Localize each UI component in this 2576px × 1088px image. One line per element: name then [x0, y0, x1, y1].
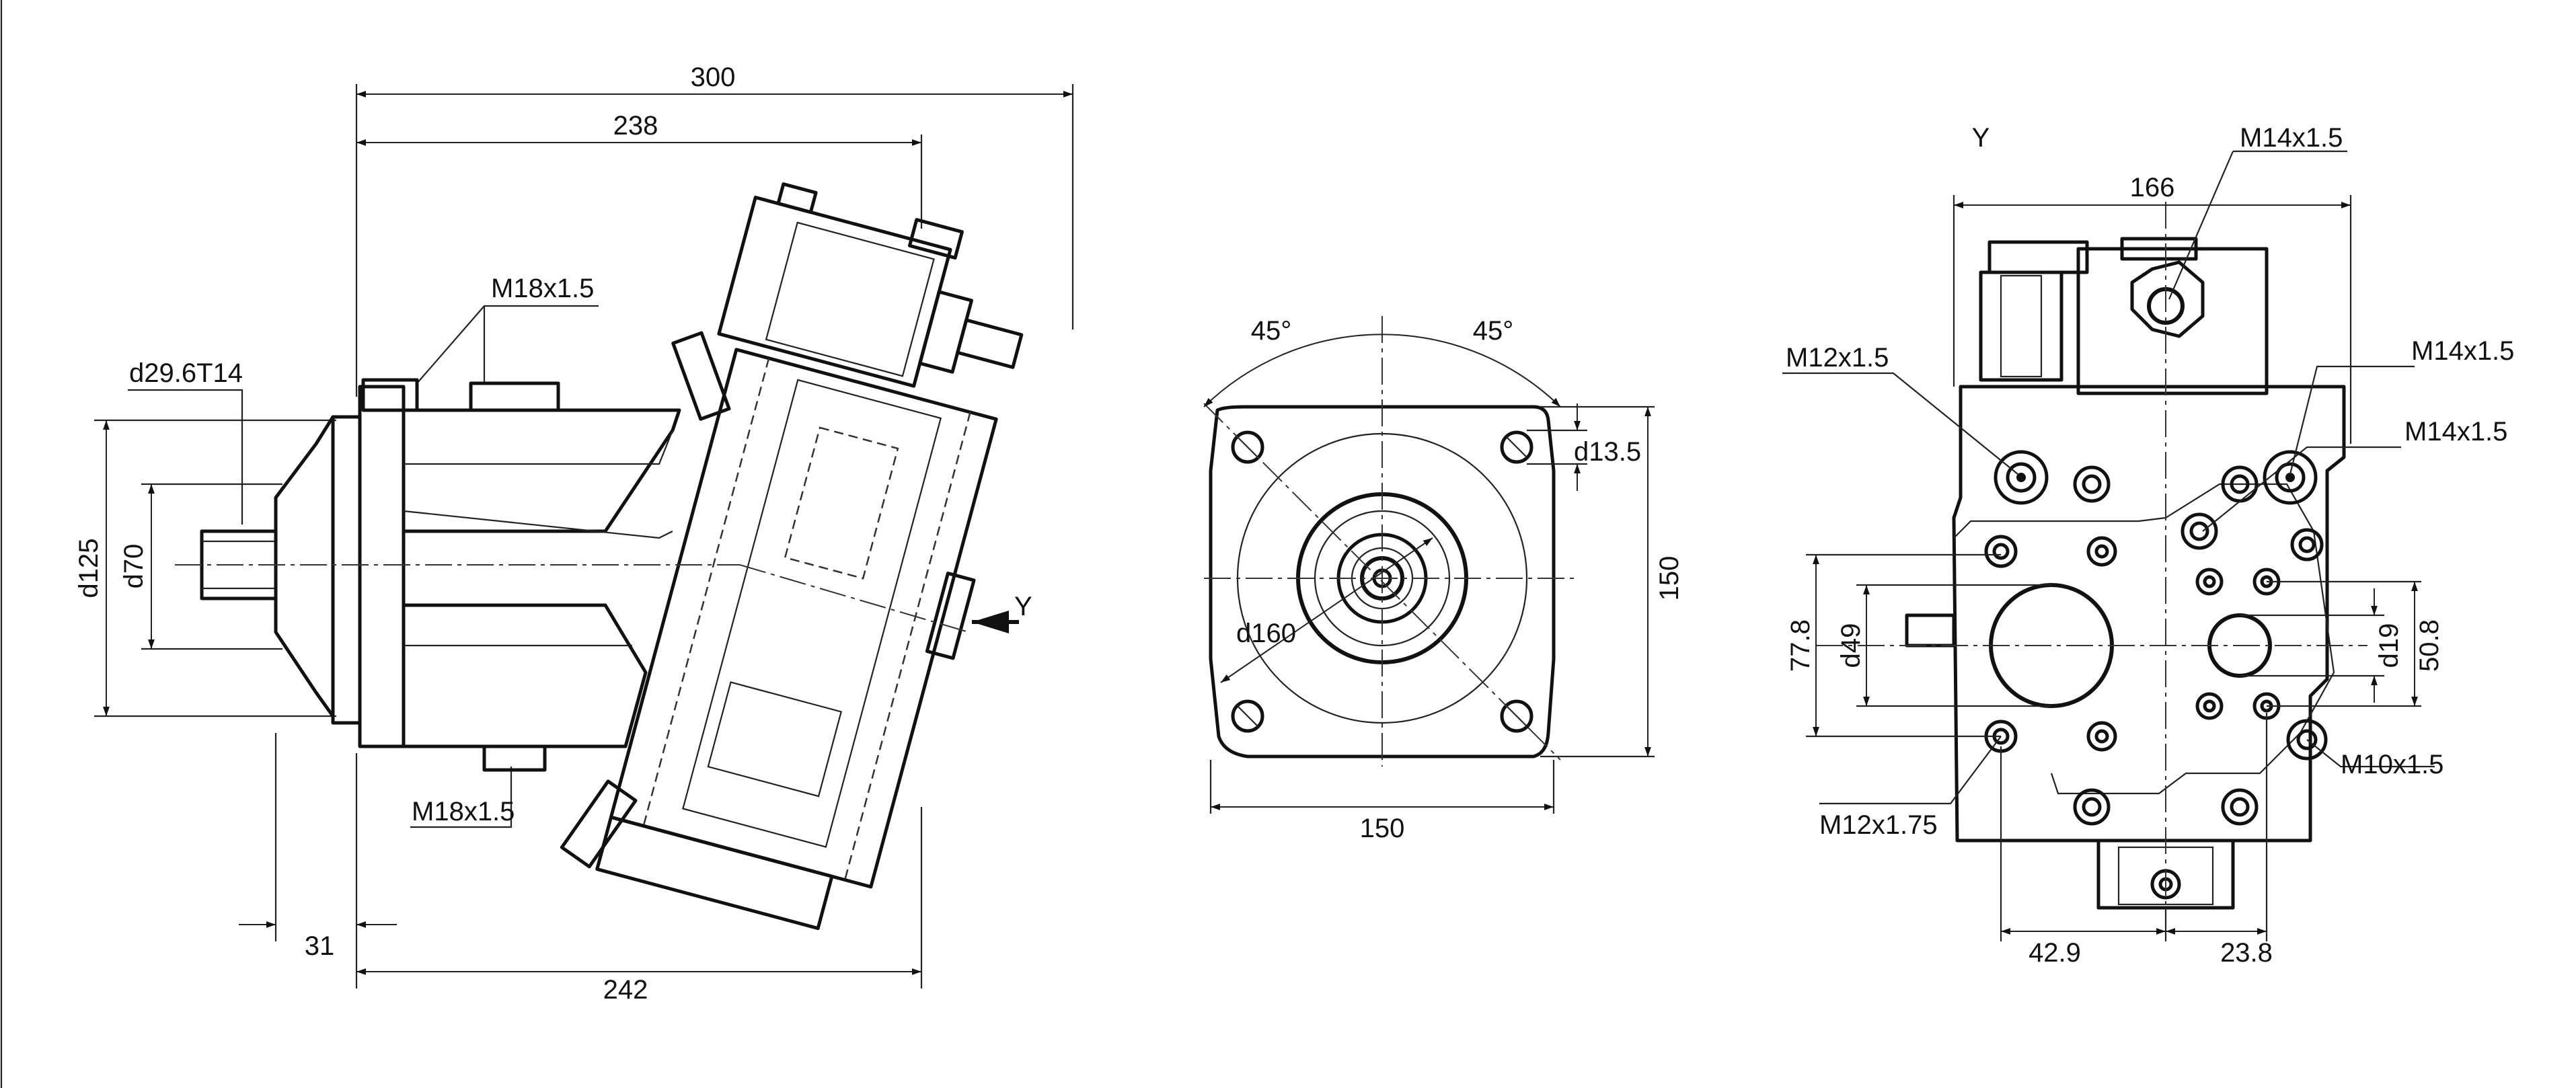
dim-height-1: 77.8	[1786, 619, 1815, 672]
dim-front-width: 150	[1360, 814, 1405, 843]
bottom-boss	[482, 744, 547, 772]
port-label-top: M18x1.5	[491, 274, 594, 303]
dim-flange-dia: d125	[74, 539, 104, 598]
dim-pilot-dia: d70	[119, 544, 149, 589]
front-cone	[274, 415, 335, 718]
angle-left-label: 45°	[1251, 316, 1292, 346]
dim-line-d160	[1220, 537, 1433, 683]
view-marker-label: Y	[1014, 592, 1032, 621]
port-label-m14-top: M14x1.5	[2240, 123, 2343, 153]
dim-hole-dia: d13.5	[1574, 437, 1641, 467]
port-label-m12-bottom: M12x1.75	[1819, 810, 1938, 840]
front-flange-outline	[1209, 405, 1556, 759]
dim-overall-length: 300	[691, 63, 736, 92]
dim-offset-2: 23.8	[2220, 938, 2273, 968]
dim-bolt-circle: d160	[1236, 619, 1296, 648]
bolt-hole-tr	[1500, 430, 1533, 464]
dim-rear-width: 166	[2130, 173, 2175, 202]
cylinder-block	[595, 348, 998, 931]
adjust-screw	[1979, 270, 2063, 382]
mounting-flange	[331, 415, 362, 725]
leader-spline	[128, 389, 243, 524]
angle-right-label: 45°	[1473, 316, 1514, 346]
side-fitting	[1905, 613, 1956, 648]
rear-view-label: Y	[1972, 123, 1990, 153]
control-housing	[717, 182, 1024, 388]
side-view: 300 238 242 31 M18x1.5 M18x1.5 d29.6T14 …	[74, 63, 1074, 1005]
rear-housing	[1952, 385, 2346, 843]
bolt-hole-bl	[1231, 699, 1264, 733]
port-label-m12-left: M12x1.5	[1786, 343, 1889, 373]
bolt-hole-tl	[1231, 430, 1264, 464]
port-label-m14-right-2: M14x1.5	[2404, 417, 2507, 446]
bolt-hole-br	[1500, 699, 1533, 733]
dim-flange-to-end: 242	[603, 975, 648, 1005]
angle-arc	[1203, 334, 1561, 407]
fitting-bottom	[560, 779, 638, 869]
top-boss-2	[469, 381, 560, 412]
dim-port-dia: d49	[1836, 623, 1866, 668]
dim-port-small-dia: d19	[2374, 623, 2404, 668]
top-boss-1	[361, 378, 419, 412]
fitting-top	[671, 331, 731, 421]
shaft-spline-label: d29.6T14	[129, 358, 243, 388]
view-arrow-icon	[972, 611, 1009, 633]
port-label-m10: M10x1.5	[2341, 750, 2444, 779]
dim-shaft-offset: 31	[305, 931, 335, 961]
dim-housing-length: 238	[613, 111, 658, 141]
front-view: 45° 45° d13.5 150 150 d160	[1203, 316, 1684, 843]
dim-height-2: 50.8	[2415, 619, 2444, 672]
port-label-bottom: M18x1.5	[412, 797, 515, 826]
rear-view: Y 166 M14x1.5 M12x1.5 M14x1.5 M14x1.5 77…	[1782, 123, 2514, 968]
dim-front-height: 150	[1655, 556, 1684, 601]
port-label-m14-right-1: M14x1.5	[2411, 336, 2514, 366]
threaded-holes	[1984, 450, 2328, 826]
control-block	[2076, 247, 2269, 395]
dim-offset-1: 42.9	[2029, 938, 2081, 968]
